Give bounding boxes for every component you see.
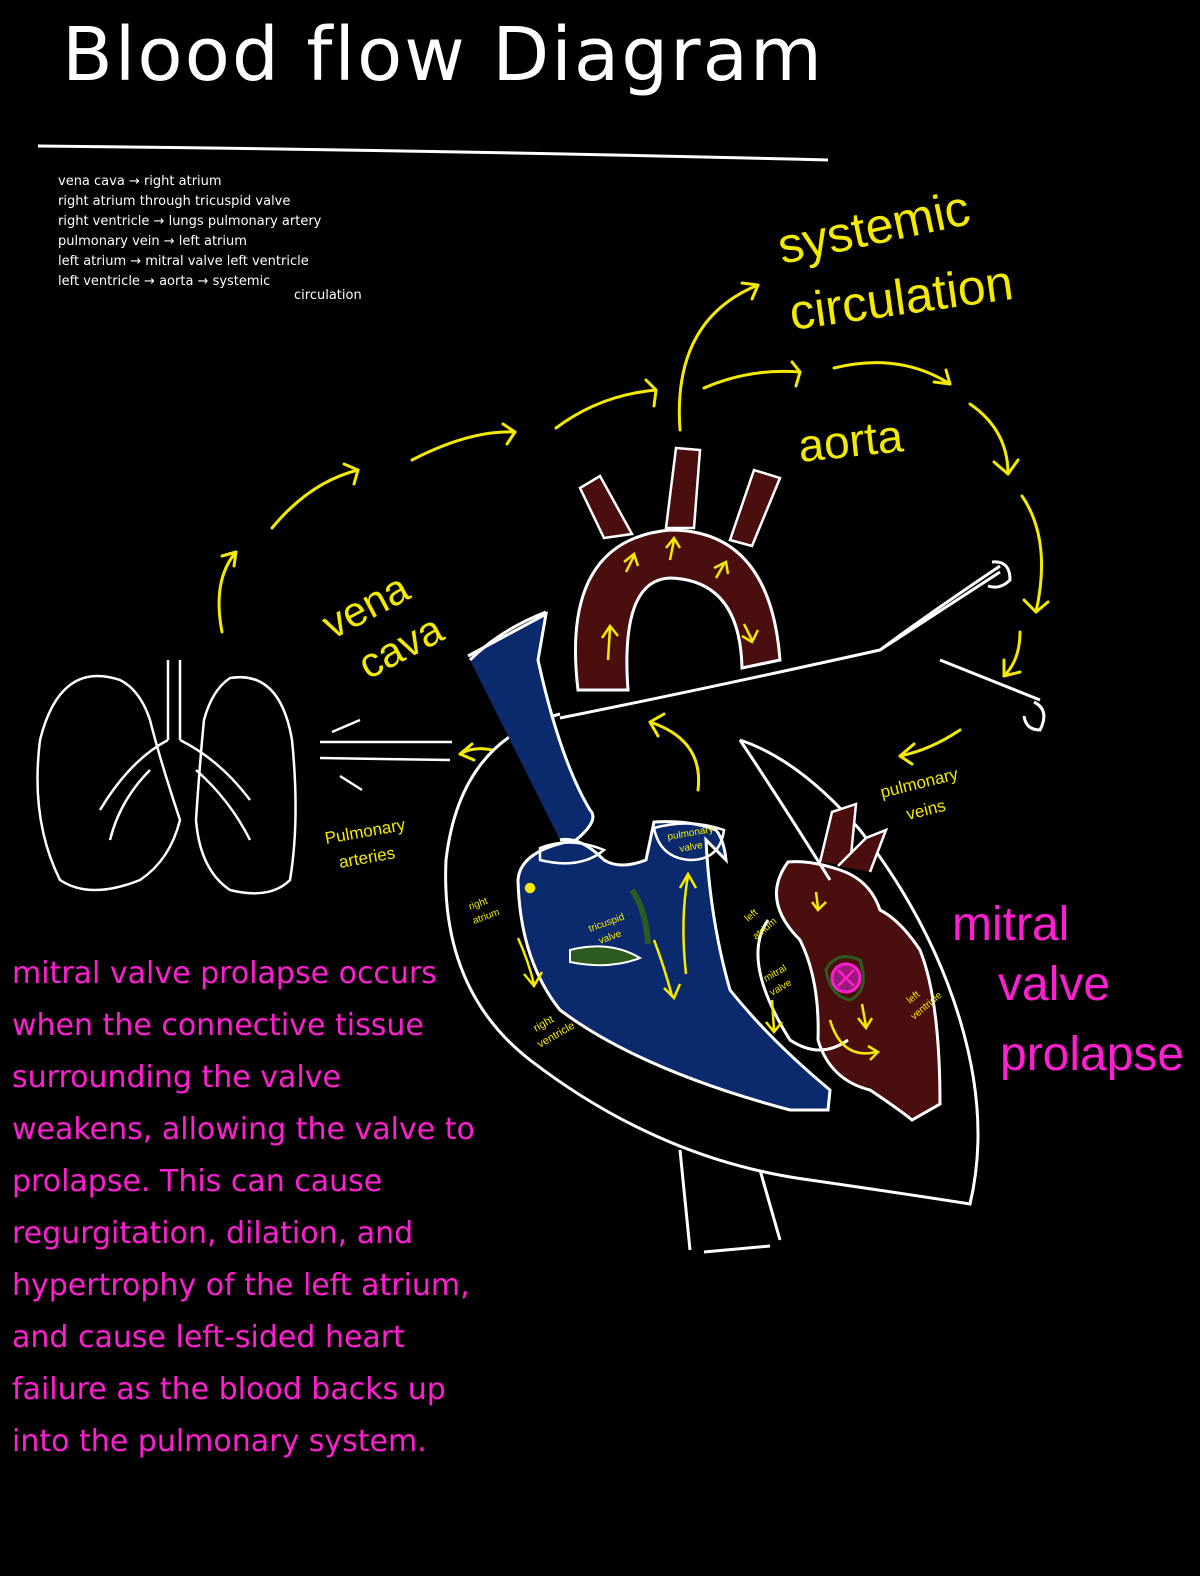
flow-arrow (648, 720, 701, 792)
septum-line (756, 919, 849, 1052)
flow-arrow (677, 283, 760, 432)
bronchi (98, 738, 252, 841)
systemic-flow-arrows (217, 281, 1050, 792)
pulmonary-veins-label: veins (904, 796, 947, 824)
note-line: left atrium → mitral valve left ventricl… (58, 254, 309, 269)
arrow-head (992, 458, 1020, 476)
prolapse-heading: mitral valve prolapse (952, 898, 1184, 1081)
flow-arrow (1020, 494, 1044, 614)
arrow-head (898, 742, 916, 766)
flow-arrow (968, 402, 1010, 476)
pulmonary-arteries (559, 564, 1041, 720)
flow-arrow (270, 468, 360, 530)
prolapse-description: mitral valve prolapse occurs when the co… (12, 956, 475, 1459)
pulmonary-vein (837, 827, 889, 873)
aortic-branch (578, 474, 634, 540)
arrow-head (1022, 598, 1050, 614)
valve-opening (538, 841, 607, 865)
pulmonary-veins-label: pulmonary (878, 764, 960, 802)
arrow-head (648, 712, 666, 738)
arrow-head (790, 360, 802, 388)
flow-arrow (410, 430, 517, 462)
circulation-label: circulation (786, 254, 1017, 341)
aorta-flow-arrows (600, 535, 760, 661)
flow-arrow (554, 388, 658, 430)
trachea (166, 660, 182, 740)
arrow-head (932, 368, 952, 386)
vessel-opening (987, 560, 1012, 589)
pulmonary-artery-lines (319, 718, 452, 792)
flow-arrow (702, 369, 802, 390)
note-line: right atrium through tricuspid valve (58, 194, 291, 209)
arrow-head (1002, 658, 1022, 678)
prolapse-label: mitral (952, 898, 1069, 951)
vena-cava-and-right-chambers (467, 611, 832, 1112)
tricuspid-valve (569, 945, 643, 967)
flow-arrow (1002, 630, 1022, 678)
left-lung (36, 674, 182, 892)
pulmonary-valve-label: valve (679, 840, 704, 855)
aorta (574, 446, 782, 692)
note-line: left ventricle → aorta → systemic (58, 274, 271, 289)
systemic-label: systemic (773, 180, 975, 275)
prolapse-label: valve (998, 958, 1110, 1011)
flow-arrow (217, 550, 238, 634)
flow-arrow (898, 728, 962, 758)
heart-outline (444, 712, 980, 1206)
arrow-head (740, 281, 760, 301)
left-atrium-label: left (743, 907, 760, 924)
right-heart-flow-arrows (516, 871, 698, 1001)
arrow-head (220, 550, 238, 568)
aorta-label: aorta (796, 409, 906, 472)
left-chambers (774, 860, 942, 1122)
prolapse-label: prolapse (1000, 1028, 1184, 1081)
aortic-branch (664, 446, 702, 530)
arrow-head (342, 462, 360, 486)
vessel-opening (1022, 700, 1046, 732)
pulmonary-arteries-label: arteries (337, 843, 396, 872)
page-title: Blood flow Diagram (62, 12, 825, 98)
pulmonary-valve-opening (652, 822, 726, 862)
right-heart (467, 610, 832, 1112)
lungs (36, 660, 452, 895)
pulmonary-vein (818, 802, 858, 867)
note-line: pulmonary vein → left atrium (58, 234, 247, 249)
note-line: vena cava → right atrium (58, 174, 222, 189)
flow-notes: vena cava → right atrium right atrium th… (58, 172, 362, 306)
pulmonary-arteries-label: Pulmonary (323, 815, 407, 848)
flow-arrow (832, 361, 952, 386)
left-heart-flow-arrows (765, 891, 881, 1061)
note-line: circulation (294, 288, 362, 303)
aortic-branch (728, 468, 782, 548)
inferior-vessels (678, 1149, 782, 1254)
arrow-head (644, 378, 658, 408)
title-underline (37, 144, 829, 162)
arrow-head (501, 422, 517, 446)
arrow-head (458, 742, 476, 762)
right-lung (194, 675, 297, 895)
left-heart (738, 739, 942, 1122)
left-atrium-label: atrium (751, 916, 779, 942)
note-line: right ventricle → lungs pulmonary artery (58, 214, 322, 229)
